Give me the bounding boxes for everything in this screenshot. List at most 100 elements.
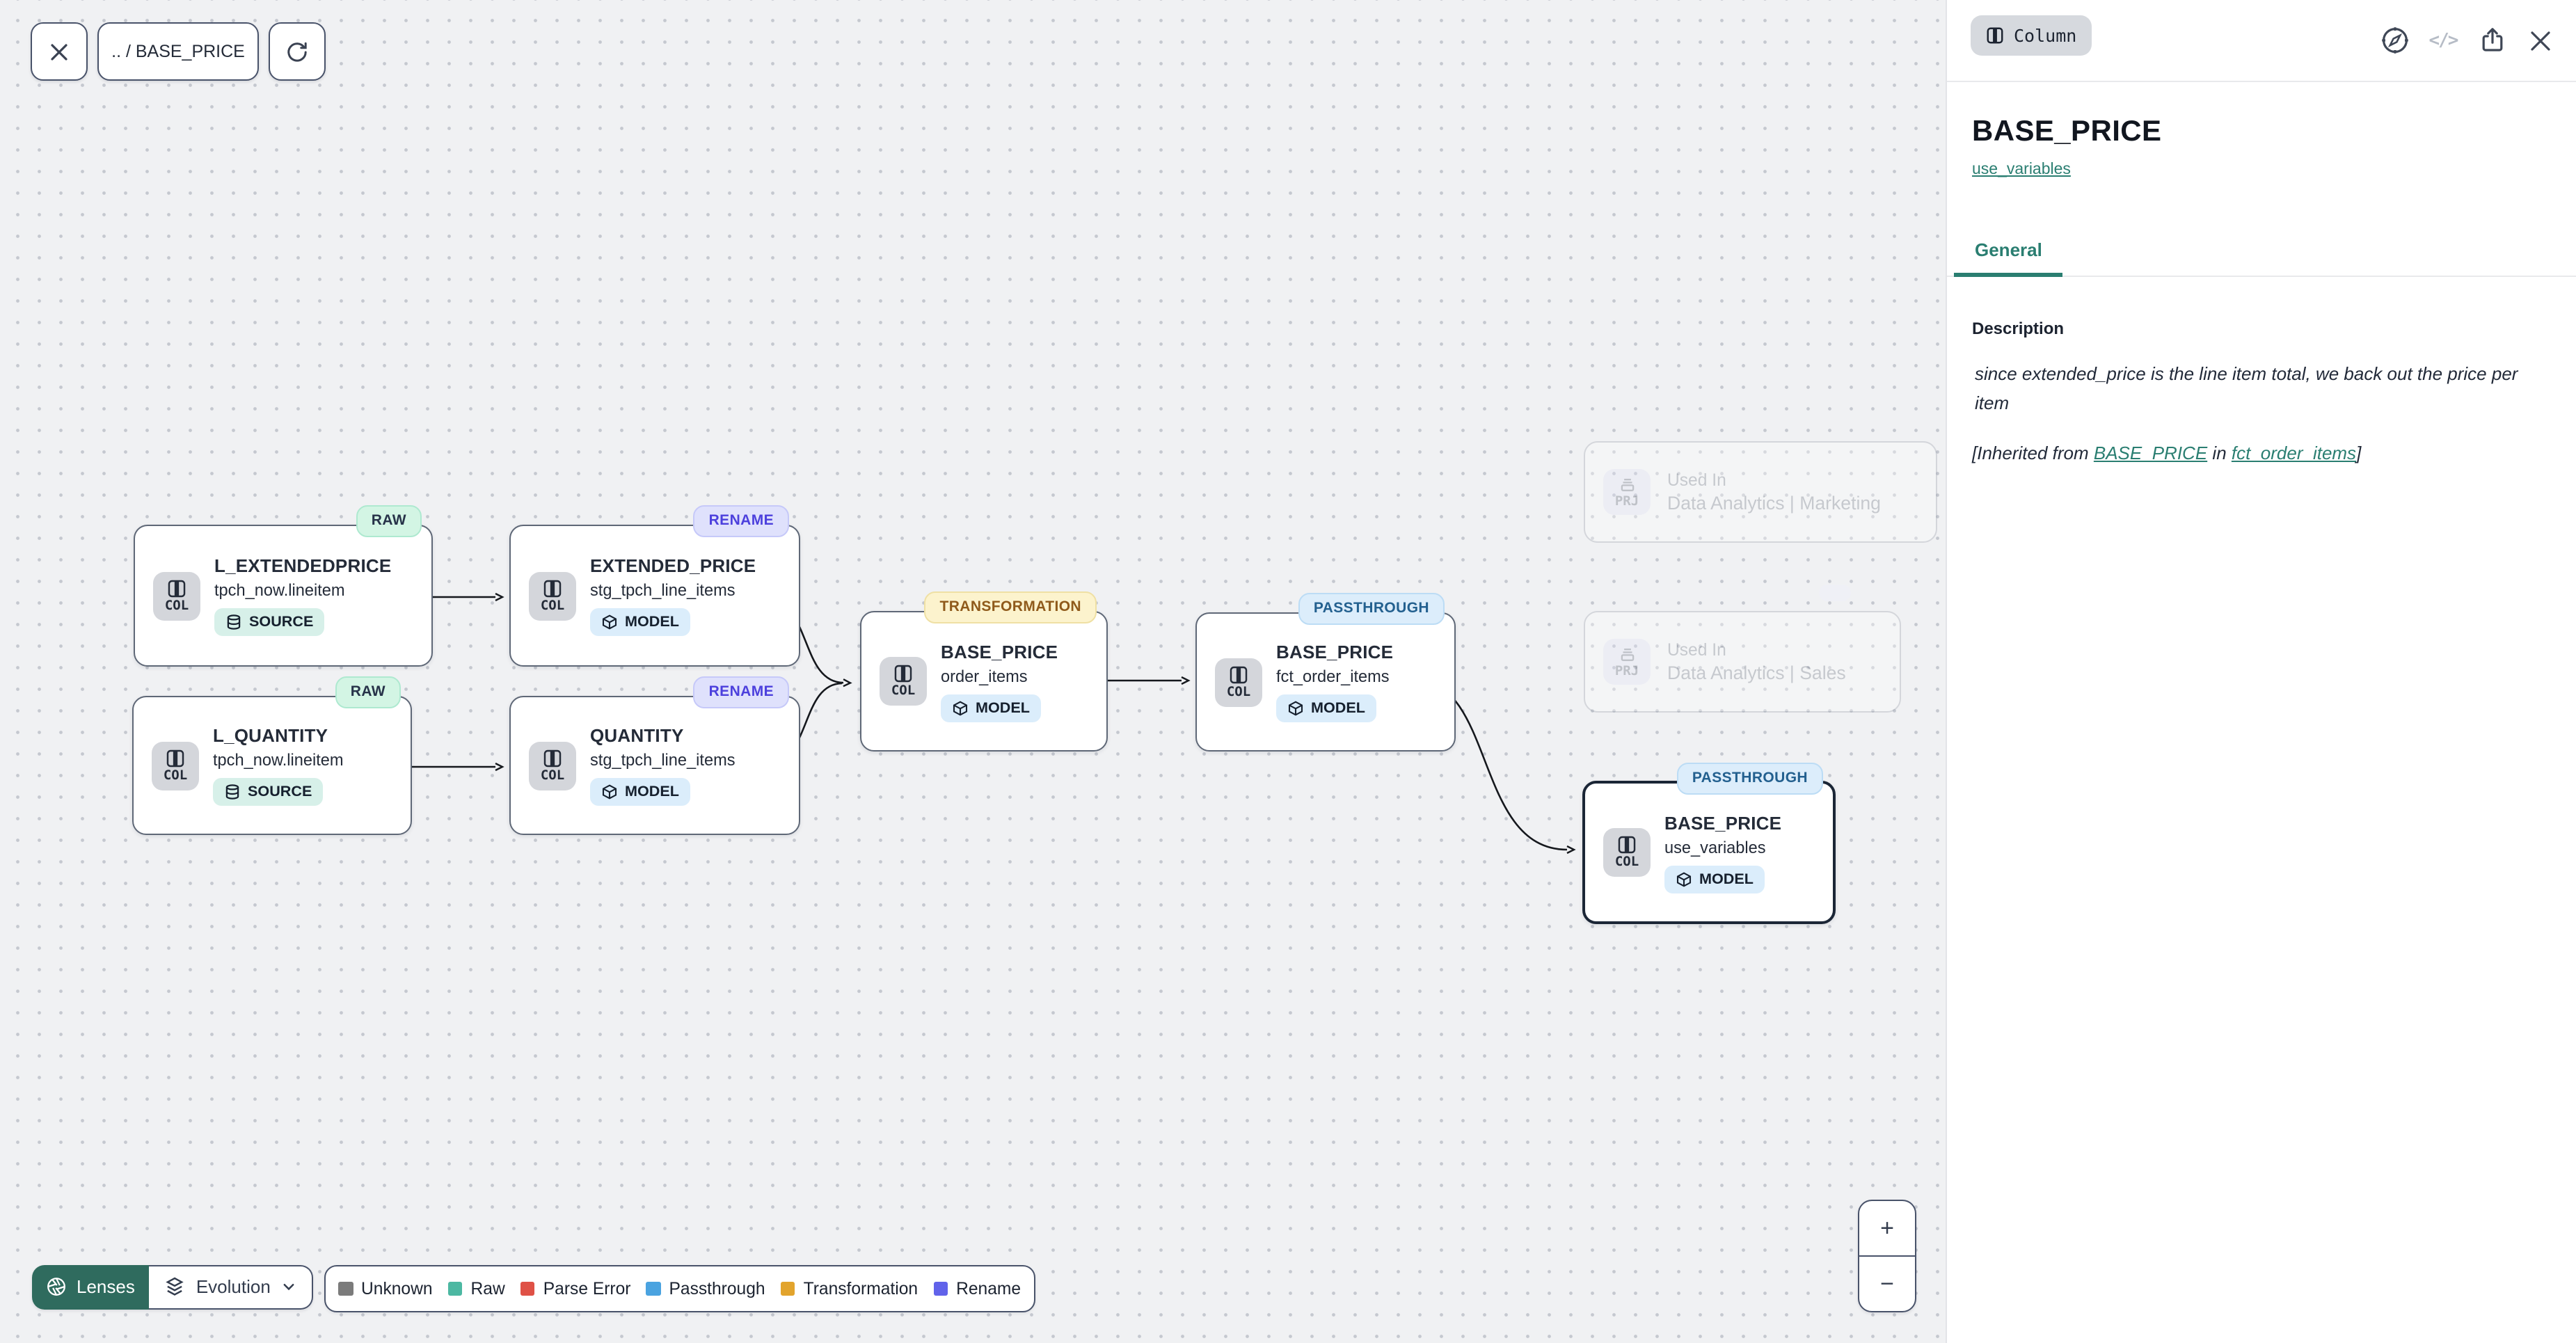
cube-icon xyxy=(602,784,617,800)
project-stack-icon xyxy=(1620,478,1634,491)
cube-icon xyxy=(1676,871,1692,887)
tab-general[interactable]: General xyxy=(1954,228,2063,277)
share-button[interactable] xyxy=(2476,24,2508,56)
node-subtitle: tpch_now.lineitem xyxy=(213,750,344,770)
legend-swatch xyxy=(520,1281,535,1296)
source-chip: SOURCE xyxy=(213,778,324,806)
view-code-button[interactable]: </> xyxy=(2427,24,2459,56)
used-in-name: Data Analytics | Marketing xyxy=(1667,493,1881,514)
node-title: L_QUANTITY xyxy=(213,725,328,746)
columns-icon xyxy=(894,665,912,683)
cube-icon xyxy=(602,614,617,630)
used-in-name: Data Analytics | Sales xyxy=(1667,662,1846,683)
node-subtitle: tpch_now.lineitem xyxy=(214,580,345,600)
graph-node-base-price-use-variables-selected[interactable]: PASSTHROUGH COL BASE_PRICE use_variables… xyxy=(1582,763,1836,924)
project-type-box: PRJ xyxy=(1603,469,1651,515)
model-chip: MODEL xyxy=(941,694,1041,722)
lens-dropdown[interactable]: Evolution xyxy=(148,1265,314,1309)
inherited-column-link[interactable]: BASE_PRICE xyxy=(2093,443,2208,463)
columns-icon xyxy=(543,579,562,597)
lens-badge-passthrough: PASSTHROUGH xyxy=(1298,593,1445,624)
used-in-node-sales[interactable]: PRJ Used In Data Analytics | Sales xyxy=(1584,611,1901,713)
model-chip: MODEL xyxy=(590,778,690,806)
node-title: L_EXTENDEDPRICE xyxy=(214,555,392,576)
node-title: BASE_PRICE xyxy=(1664,812,1782,833)
type-label: COL xyxy=(1614,855,1639,870)
graph-node-extended-price[interactable]: RENAME COL EXTENDED_PRICE stg_tpch_line_… xyxy=(509,505,800,667)
description-inherited: [Inherited from BASE_PRICE in fct_order_… xyxy=(1972,443,2362,463)
node-title: QUANTITY xyxy=(590,725,684,746)
faded-badge xyxy=(1819,585,1851,601)
legend-item: Passthrough xyxy=(646,1279,765,1298)
legend-swatch xyxy=(646,1281,661,1296)
close-panel-button[interactable] xyxy=(2525,24,2557,56)
refresh-icon xyxy=(287,41,307,61)
columns-icon xyxy=(543,749,562,767)
cube-icon xyxy=(1288,701,1303,716)
model-chip: MODEL xyxy=(1664,865,1765,893)
graph-node-l-extendedprice[interactable]: RAW COL L_EXTENDEDPRICE tpch_now.lineite… xyxy=(134,505,433,667)
panel-tabs: General xyxy=(1947,228,2576,277)
node-subtitle: stg_tpch_line_items xyxy=(590,750,736,770)
legend-item: Rename xyxy=(933,1279,1021,1298)
type-label: PRJ xyxy=(1614,493,1639,509)
close-icon xyxy=(51,43,67,60)
inherited-model-link[interactable]: fct_order_items xyxy=(2231,443,2357,463)
node-subtitle: order_items xyxy=(941,666,1028,685)
legend-item: Unknown xyxy=(338,1279,433,1298)
entity-type-badge: Column xyxy=(1971,15,2092,56)
type-label: COL xyxy=(163,768,188,783)
used-in-label: Used In xyxy=(1667,640,1726,660)
description-heading: Description xyxy=(1972,319,2065,338)
column-type-box: COL xyxy=(153,571,200,620)
used-in-node-marketing[interactable]: PRJ Used In Data Analytics | Marketing xyxy=(1584,441,1937,543)
lens-selected-value: Evolution xyxy=(196,1276,271,1298)
navigate-compass-button[interactable] xyxy=(2378,24,2410,56)
type-label: COL xyxy=(164,598,189,613)
lenses-control: Lenses Evolution xyxy=(32,1265,314,1309)
refresh-button[interactable] xyxy=(269,22,326,81)
graph-node-l-quantity[interactable]: RAW COL L_QUANTITY tpch_now.lineitem SOU… xyxy=(132,676,412,835)
lenses-button[interactable]: Lenses xyxy=(32,1265,149,1309)
column-type-box: COL xyxy=(1215,658,1262,706)
zoom-out-button[interactable]: − xyxy=(1880,1270,1894,1296)
node-subtitle: use_variables xyxy=(1664,837,1766,857)
lens-legend: Unknown Raw Parse Error Passthrough Tran… xyxy=(324,1265,1035,1312)
columns-icon xyxy=(1618,836,1636,854)
aperture-icon xyxy=(47,1278,65,1296)
type-label: PRJ xyxy=(1614,663,1639,678)
legend-item: Raw xyxy=(447,1279,505,1298)
type-label: COL xyxy=(1226,684,1251,699)
lens-badge-passthrough: PASSTHROUGH xyxy=(1676,763,1823,794)
model-link[interactable]: use_variables xyxy=(1972,161,2071,178)
project-stack-icon xyxy=(1620,648,1634,660)
project-type-box: PRJ xyxy=(1603,639,1651,685)
cube-icon xyxy=(953,700,968,715)
column-type-box: COL xyxy=(529,741,576,790)
description-body: since extended_price is the line item to… xyxy=(1975,363,2518,413)
graph-node-base-price-fct-order-items[interactable]: PASSTHROUGH COL BASE_PRICE fct_order_ite… xyxy=(1195,593,1456,752)
legend-swatch xyxy=(447,1281,463,1296)
lens-badge-transformation: TRANSFORMATION xyxy=(924,591,1097,623)
lens-badge-rename: RENAME xyxy=(693,505,789,537)
columns-icon xyxy=(1987,27,2003,44)
type-label: COL xyxy=(891,683,916,699)
graph-node-base-price-order-items[interactable]: TRANSFORMATION COL BASE_PRICE order_item… xyxy=(860,591,1108,752)
compass-icon xyxy=(2381,27,2408,54)
legend-swatch xyxy=(933,1281,948,1296)
breadcrumb[interactable]: .. / BASE_PRICE xyxy=(97,22,259,81)
close-lineage-button[interactable] xyxy=(31,22,88,81)
node-subtitle: fct_order_items xyxy=(1276,667,1390,686)
lineage-canvas[interactable]: .. / BASE_PRICE RAW COL L_EXTENDEDPRICE … xyxy=(0,0,1946,1343)
graph-node-quantity[interactable]: RENAME COL QUANTITY stg_tpch_line_items … xyxy=(509,676,800,835)
lens-badge-raw: RAW xyxy=(335,676,401,708)
close-icon xyxy=(2531,31,2550,50)
details-panel: Column </> BASE_PRICE use_variables Ge xyxy=(1946,0,2576,1343)
model-chip: MODEL xyxy=(1276,694,1376,722)
zoom-in-button[interactable]: + xyxy=(1859,1201,1915,1257)
node-title: BASE_PRICE xyxy=(1276,642,1394,662)
chevron-down-icon xyxy=(284,1284,295,1291)
columns-icon xyxy=(166,749,184,767)
type-label: COL xyxy=(540,598,565,613)
